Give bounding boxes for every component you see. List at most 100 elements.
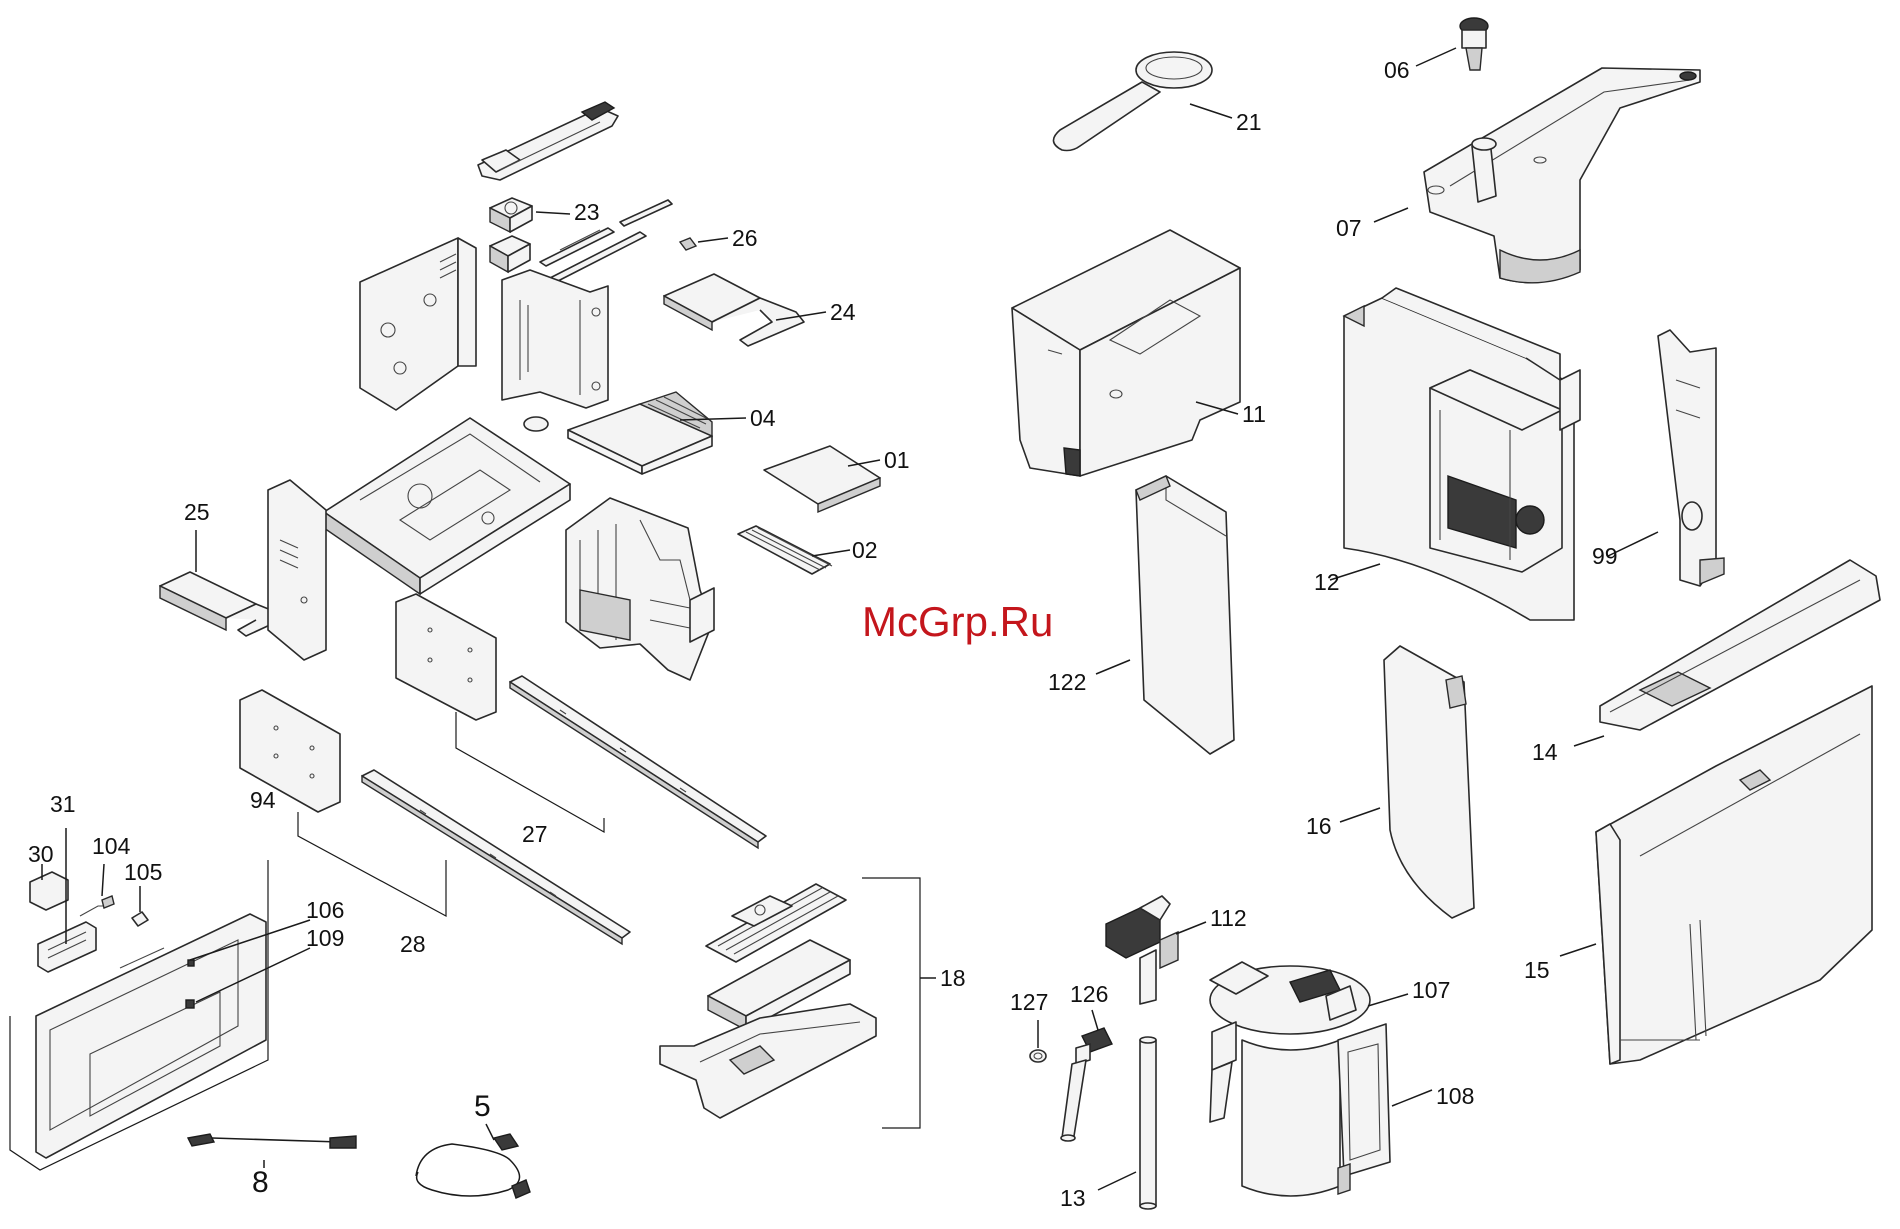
part-28-rail <box>361 769 631 946</box>
leader-01 <box>847 459 881 467</box>
part-112-valve <box>1105 895 1179 1005</box>
part-base-frame <box>323 417 571 596</box>
part-23-fan <box>489 197 533 274</box>
leader-122 <box>1095 659 1131 675</box>
label-31: 31 <box>50 791 76 817</box>
part-108-milk-jug <box>1241 1023 1391 1197</box>
part-small-cap <box>523 416 549 432</box>
leader-15 <box>1559 943 1597 957</box>
label-28: 28 <box>400 931 426 957</box>
label-15: 15 <box>1524 957 1550 983</box>
part-127-o-ring <box>1029 1049 1047 1063</box>
label-04: 04 <box>750 405 776 431</box>
label-5: 5 <box>474 1090 491 1123</box>
part-main-chassis <box>565 497 715 681</box>
label-07: 07 <box>1336 215 1362 241</box>
label-06: 06 <box>1384 57 1410 83</box>
part-8-brush <box>186 1133 357 1149</box>
leader-26 <box>697 237 729 243</box>
label-01: 01 <box>884 447 910 473</box>
label-112: 112 <box>1210 905 1247 931</box>
leader-07 <box>1373 207 1409 223</box>
part-104-cable <box>79 895 115 917</box>
label-8: 8 <box>252 1166 269 1199</box>
part-14-tray-top <box>1599 559 1881 731</box>
leader-106 <box>189 919 311 961</box>
part-side-panel-right <box>501 269 609 409</box>
leader-126 <box>1091 1009 1099 1031</box>
part-06-knob <box>1459 17 1489 71</box>
part-18-drip-assembly <box>659 883 877 1119</box>
label-107: 107 <box>1412 977 1450 1003</box>
part-24-tray <box>663 273 805 347</box>
part-21-scoop <box>1052 51 1213 152</box>
label-14: 14 <box>1532 739 1558 765</box>
label-127: 127 <box>1010 989 1048 1015</box>
part-28-plate <box>239 689 341 813</box>
leader-24 <box>775 311 827 321</box>
leader-107 <box>1367 993 1409 1007</box>
label-30: 30 <box>28 841 54 867</box>
part-122-side-panel <box>1135 475 1235 755</box>
leader-109 <box>195 947 311 1003</box>
part-5-power-cord <box>415 1133 531 1199</box>
leader-21 <box>1189 103 1233 119</box>
leader-108 <box>1391 1089 1433 1107</box>
watermark-text: McGrp.Ru <box>862 598 1053 645</box>
part-side-panel-left <box>359 237 477 411</box>
part-126-nozzle <box>1060 1027 1113 1142</box>
leader-5 <box>485 1123 495 1141</box>
part-side-plate <box>267 479 327 661</box>
part-02-grille <box>737 525 833 575</box>
part-top-rails <box>539 199 673 283</box>
label-21: 21 <box>1236 109 1262 135</box>
part-top-handle <box>477 101 619 181</box>
bracket-28 <box>297 812 447 918</box>
leader-13 <box>1097 1171 1137 1191</box>
part-99-side-rail <box>1657 329 1725 587</box>
label-106: 106 <box>306 897 344 923</box>
label-18: 18 <box>940 965 966 991</box>
leader-12 <box>1329 563 1381 581</box>
label-12: 12 <box>1314 569 1340 595</box>
label-122: 122 <box>1048 669 1086 695</box>
part-105-switch <box>131 911 149 927</box>
leader-04 <box>679 417 747 421</box>
label-25: 25 <box>184 499 210 525</box>
label-27: 27 <box>522 821 548 847</box>
part-12-housing <box>1342 287 1581 621</box>
label-105: 105 <box>124 859 162 885</box>
label-126: 126 <box>1070 981 1108 1007</box>
part-16-cover <box>1383 645 1475 919</box>
label-109: 109 <box>306 925 344 951</box>
leader-14 <box>1573 735 1605 747</box>
part-11-water-tank <box>1011 229 1241 477</box>
leader-06 <box>1415 47 1457 67</box>
bracket-18 <box>862 877 921 1129</box>
label-02: 02 <box>852 537 878 563</box>
leader-11 <box>1195 401 1239 415</box>
label-16: 16 <box>1306 813 1332 839</box>
part-01-lid <box>763 445 881 514</box>
bracket-27 <box>455 712 605 834</box>
leader-99 <box>1607 531 1659 557</box>
leader-02 <box>811 549 851 557</box>
label-104: 104 <box>92 833 131 859</box>
part-15-reservoir <box>1595 685 1873 1065</box>
label-24: 24 <box>830 299 856 325</box>
label-26: 26 <box>732 225 758 251</box>
part-25-tray <box>159 571 277 637</box>
label-108: 108 <box>1436 1083 1474 1109</box>
label-99: 99 <box>1592 543 1618 569</box>
part-13-tube <box>1139 1036 1157 1210</box>
part-107-milk-lid <box>1209 961 1371 1123</box>
label-11: 11 <box>1242 401 1266 427</box>
label-94: 94 <box>250 787 276 813</box>
part-30-board <box>29 871 69 911</box>
part-27-rail <box>509 675 767 850</box>
leader-104 <box>101 863 105 897</box>
part-27-plate <box>395 593 497 721</box>
part-04-cup-warmer <box>567 391 713 475</box>
leader-23 <box>535 211 571 215</box>
